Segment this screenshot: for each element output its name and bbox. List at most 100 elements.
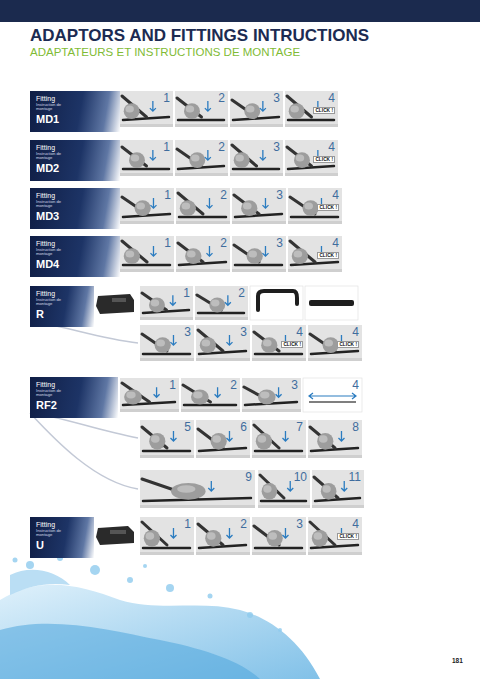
step-photo [232,236,286,272]
step-number: 4 [327,92,336,105]
step-number: 9 [244,471,253,484]
step-number: 7 [295,421,304,434]
step-photo [196,325,250,361]
click-callout: CLICK ! [281,341,303,348]
step-number: 5 [183,421,192,434]
step-photo [120,378,179,412]
step-photo [140,286,193,320]
step-photo [176,188,230,224]
fitting-sublabel: Instruction de montage [36,152,64,161]
adaptor-code: MD1 [36,113,114,125]
fitting-label: Fitting [36,290,88,298]
step-photo [120,140,173,176]
step-number: 1 [163,237,172,250]
fitting-band: FittingInstruction de montageMD4 [30,236,120,277]
step-drawing [303,378,362,412]
step-number: 3 [272,92,281,105]
step-photo [308,325,362,361]
fitting-sublabel: Instruction de montage [36,389,64,398]
step-number: 4 [331,237,340,250]
page-title: ADAPTORS AND FITTINGS INTRUCTIONS [30,27,369,46]
fitting-label: Fitting [36,95,114,103]
step-photo [242,378,301,412]
click-callout: CLICK ! [317,204,339,211]
step-number: 2 [217,141,226,154]
step-photo [258,470,310,508]
step-photo [176,236,230,272]
step-number: 3 [239,326,248,339]
click-callout: CLICK ! [317,252,339,259]
page-number: 181 [452,657,463,664]
step-photo [288,236,342,272]
step-number: 1 [182,287,191,300]
step-photo [285,91,338,127]
fitting-sublabel: Instruction de montage [36,103,64,112]
step-photo [308,420,362,458]
step-drawing [250,286,303,320]
step-number: 4 [351,326,360,339]
step-photo [308,517,362,555]
fitting-sublabel: Instruction de montage [36,298,64,307]
step-number: 1 [162,141,171,154]
step-photo [312,470,364,508]
fitting-sublabel: Instruction de montage [36,200,64,209]
step-number: 4 [351,518,360,531]
step-number: 4 [331,189,340,202]
step-photo [252,517,306,555]
fitting-label: Fitting [36,144,114,152]
step-photo [285,140,338,176]
step-drawing [305,286,358,320]
step-photo [230,91,283,127]
step-number: 3 [295,518,304,531]
step-number: 1 [168,379,177,392]
fitting-label: Fitting [36,240,114,248]
adaptor-icon [96,294,134,545]
step-photo [181,378,240,412]
step-photo [195,286,248,320]
step-number: 8 [351,421,360,434]
adaptor-code: U [36,539,88,551]
step-photo [196,420,250,458]
fitting-sublabel: Instruction de montage [36,248,64,257]
step-number: 10 [293,471,308,484]
step-photo [252,325,306,361]
step-number: 2 [229,379,238,392]
click-callout: CLICK ! [337,533,359,540]
fitting-band: FittingInstruction de montageR [30,286,94,327]
step-photo [140,420,194,458]
step-number: 1 [163,189,172,202]
click-callout: CLICK ! [337,341,359,348]
step-photo [120,188,174,224]
fitting-band: FittingInstruction de montageU [30,517,94,558]
step-photo [140,470,255,508]
fitting-band: FittingInstruction de montageMD2 [30,140,120,181]
step-number: 2 [219,189,228,202]
step-photo [175,140,228,176]
step-photo [288,188,342,224]
step-number: 2 [217,92,226,105]
adaptor-code: MD3 [36,210,114,222]
step-photo [140,517,194,555]
fitting-band: FittingInstruction de montageMD3 [30,188,120,229]
top-bar [0,0,480,22]
step-photo [232,188,286,224]
step-number: 3 [275,237,284,250]
fitting-sublabel: Instruction de montage [36,529,64,538]
step-photo [196,517,250,555]
fitting-band: FittingInstruction de montageRF2 [30,377,118,418]
step-number: 2 [237,287,246,300]
step-number: 4 [351,379,360,392]
step-photo [120,91,173,127]
step-number: 1 [183,518,192,531]
step-number: 2 [219,237,228,250]
click-callout: CLICK ! [313,156,335,163]
step-number: 4 [327,141,336,154]
step-number: 11 [348,471,362,484]
adaptor-code: RF2 [36,399,112,411]
water-splash [0,555,320,679]
step-photo [140,325,194,361]
fitting-label: Fitting [36,192,114,200]
click-callout: CLICK ! [313,107,335,114]
step-photo [120,236,174,272]
fitting-label: Fitting [36,381,112,389]
